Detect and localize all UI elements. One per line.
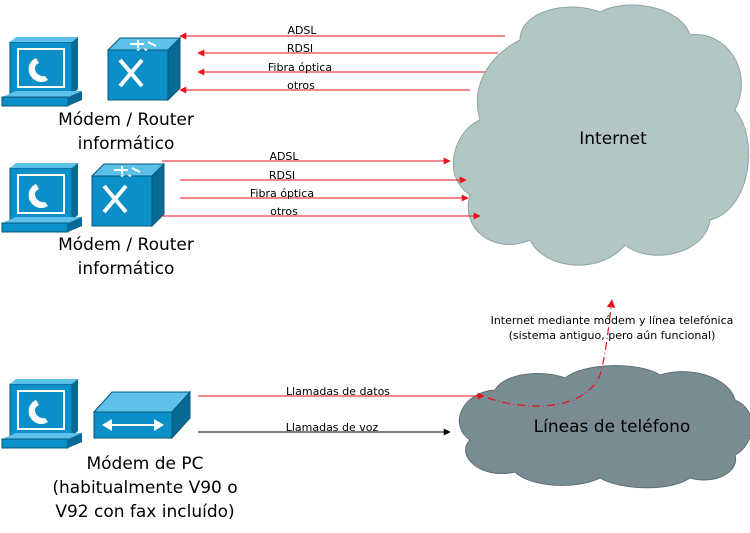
- voice-calls-label: Llamadas de voz: [286, 421, 379, 434]
- data-calls-label: Llamadas de datos: [286, 385, 390, 398]
- modem-icon: [93, 391, 191, 439]
- caption-line: informático: [77, 259, 175, 279]
- phone-lines-cloud: Líneas de teléfono: [458, 365, 750, 489]
- caption-line: Módem / Router: [58, 235, 194, 255]
- top-device-caption: Módem / Router informático: [38, 108, 214, 156]
- caption-line: (habitualmente V90 o: [52, 478, 238, 498]
- top-links: ADSL RDSI Fibra óptica otros: [179, 24, 505, 94]
- dialup-path: Internet mediante módem y línea telefóni…: [487, 299, 734, 407]
- router-icon: [106, 36, 182, 102]
- mid-link-adsl: ADSL: [269, 150, 299, 163]
- top-link-rdsi: RDSI: [287, 42, 313, 55]
- router-icon: [90, 162, 166, 228]
- mid-link-rdsi: RDSI: [269, 169, 295, 182]
- internet-label: Internet: [579, 129, 647, 149]
- dialup-note-line1: Internet mediante módem y línea telefóni…: [491, 314, 734, 327]
- top-link-fiber: Fibra óptica: [268, 61, 332, 74]
- phone-computer-icon: [1, 378, 83, 449]
- dialup-note-line2: (sistema antiguo, pero aún funcional): [509, 329, 716, 342]
- bottom-device-caption: Módem de PC (habitualmente V90 o V92 con…: [32, 452, 258, 524]
- caption-line: informático: [77, 134, 175, 154]
- caption-line: V92 con fax incluído): [55, 502, 235, 522]
- bottom-links: Llamadas de datos Llamadas de voz: [198, 385, 485, 436]
- top-link-adsl: ADSL: [287, 24, 317, 37]
- internet-cloud: Internet: [452, 4, 750, 266]
- top-link-other: otros: [287, 79, 315, 92]
- mid-link-other: otros: [270, 205, 298, 218]
- phone-lines-label: Líneas de teléfono: [534, 417, 691, 437]
- caption-line: Módem / Router: [58, 110, 194, 130]
- phone-computer-icon: [1, 36, 83, 107]
- caption-line: Módem de PC: [86, 454, 204, 474]
- middle-links: ADSL RDSI Fibra óptica otros: [162, 150, 481, 220]
- middle-device-caption: Módem / Router informático: [38, 233, 214, 281]
- mid-link-fiber: Fibra óptica: [250, 187, 314, 200]
- phone-computer-icon: [1, 162, 83, 233]
